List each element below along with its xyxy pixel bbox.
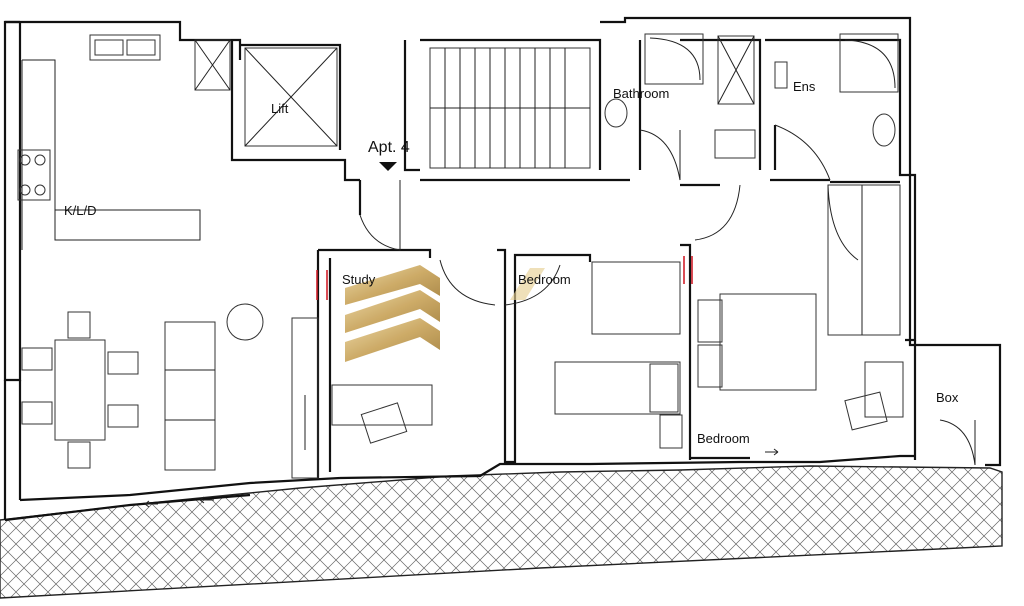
room-label-bathroom: Bathroom (613, 86, 670, 101)
room-label-bedroom-small: Bedroom (518, 272, 571, 287)
terrace (0, 465, 1003, 599)
entrance-arrow-icon (379, 162, 397, 171)
kitchen-units (17, 34, 201, 250)
window-markers (316, 256, 693, 300)
bedroom-small-furniture (554, 261, 683, 449)
room-label-study: Study (342, 272, 376, 287)
watermark-logo (345, 265, 545, 362)
room-label-bedroom-master: Bedroom (697, 431, 750, 446)
room-label-box: Box (936, 390, 959, 405)
bathroom-fixtures (604, 33, 899, 159)
apartment-label: Apt. 4 (368, 139, 410, 156)
lift-shaft (194, 35, 755, 147)
staircase (429, 47, 591, 169)
outer-walls (3, 16, 1002, 522)
door-swings (359, 124, 976, 466)
study-furniture (331, 384, 433, 444)
bedroom-master-furniture (697, 184, 904, 431)
marker-arrows (144, 448, 779, 508)
room-label-lift: Lift (271, 101, 289, 116)
dining-set (21, 311, 139, 469)
room-label-ensuite: Ens (793, 79, 816, 94)
living-set (164, 303, 319, 479)
room-label-kld: K/L/D (64, 203, 97, 218)
